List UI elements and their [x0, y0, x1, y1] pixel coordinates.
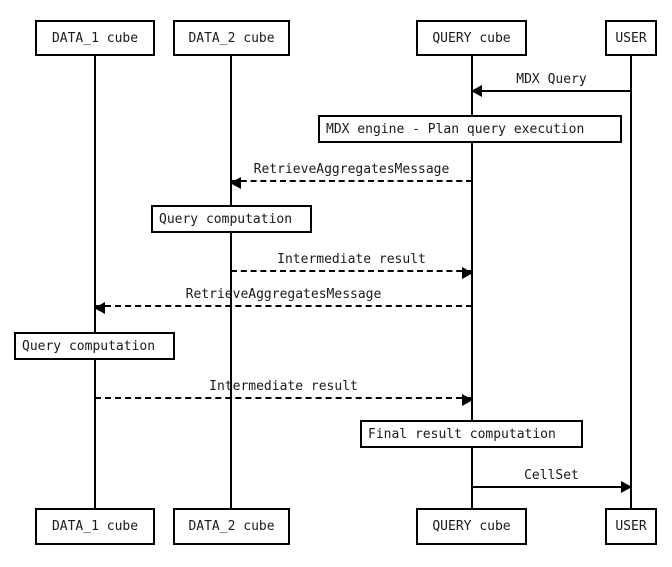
arrowhead-left-icon	[94, 302, 105, 314]
message-label-intermediate-1: Intermediate result	[277, 252, 426, 267]
participant-user-top[interactable]: USER	[605, 20, 657, 56]
lifeline-user	[630, 56, 632, 508]
participant-data2-bottom[interactable]: DATA_2 cube	[173, 508, 290, 545]
message-mdx-query	[471, 85, 631, 97]
action-box-query-computation-data1[interactable]: Query computation	[14, 332, 175, 360]
message-label-retrieve-1: RetrieveAggregatesMessage	[253, 162, 450, 177]
lifeline-data1	[94, 56, 96, 508]
arrowhead-left-icon	[230, 177, 241, 189]
message-cellset	[472, 481, 632, 493]
message-label-cellset: CellSet	[524, 468, 579, 483]
message-retrieve-aggregates-2	[94, 302, 472, 314]
participant-label: QUERY cube	[432, 30, 511, 46]
action-box-label: MDX engine - Plan query execution	[326, 121, 585, 137]
participant-label: USER	[615, 30, 647, 46]
action-box-label: Query computation	[159, 211, 293, 227]
arrowhead-right-icon	[462, 267, 473, 279]
participant-label: USER	[615, 519, 647, 534]
action-box-final-result-computation[interactable]: Final result computation	[360, 420, 583, 448]
message-label-intermediate-2: Intermediate result	[209, 379, 358, 394]
participant-label: DATA_1 cube	[51, 519, 139, 534]
lifeline-data2	[230, 56, 232, 508]
participant-label: DATA_2 cube	[188, 519, 275, 534]
participant-data1-top[interactable]: DATA_1 cube	[35, 20, 155, 56]
message-intermediate-result-2	[95, 394, 473, 406]
arrowhead-left-icon	[471, 85, 482, 97]
participant-label: DATA_2 cube	[188, 30, 275, 46]
message-retrieve-aggregates-1	[230, 177, 472, 189]
participant-query-bottom[interactable]: QUERY cube	[416, 508, 527, 545]
action-box-mdx-engine[interactable]: MDX engine - Plan query execution	[318, 115, 622, 143]
participant-query-top[interactable]: QUERY cube	[416, 20, 527, 56]
participant-label: QUERY cube	[432, 519, 511, 534]
participant-label: DATA_1 cube	[51, 30, 139, 46]
message-intermediate-result-1	[231, 267, 473, 279]
action-box-query-computation-data2[interactable]: Query computation	[151, 205, 312, 233]
arrowhead-right-icon	[621, 481, 632, 493]
action-box-label: Query computation	[22, 338, 156, 354]
lifeline-query	[471, 56, 473, 508]
participant-data1-bottom[interactable]: DATA_1 cube	[35, 508, 155, 545]
participant-data2-top[interactable]: DATA_2 cube	[173, 20, 290, 56]
message-label-mdx-query: MDX Query	[516, 72, 587, 87]
participant-user-bottom[interactable]: USER	[605, 508, 657, 545]
message-label-retrieve-2: RetrieveAggregatesMessage	[185, 287, 382, 302]
arrowhead-right-icon	[462, 394, 473, 406]
action-box-label: Final result computation	[368, 426, 556, 442]
